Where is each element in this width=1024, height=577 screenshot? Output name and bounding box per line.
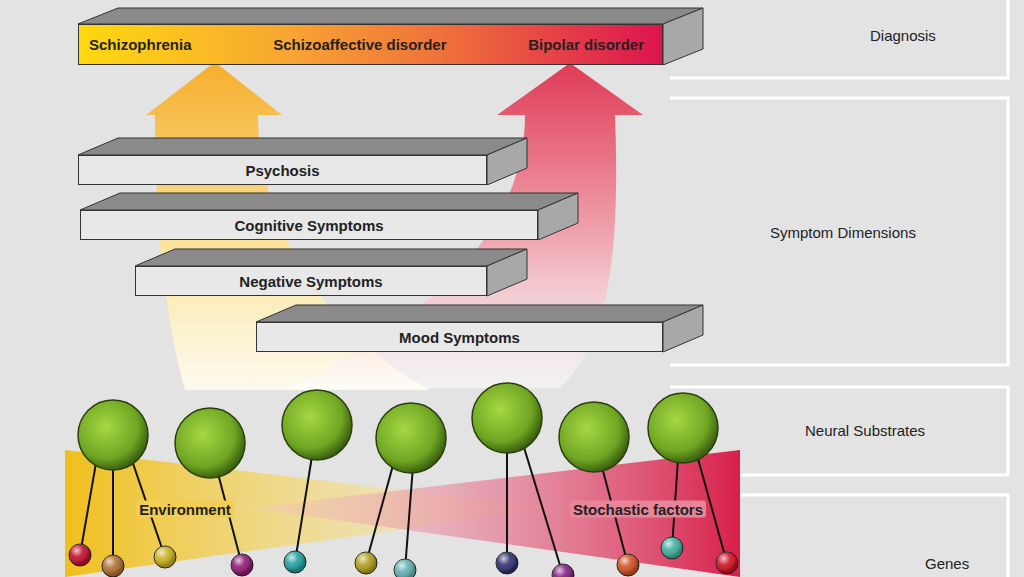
symptom-bar: Negative Symptoms [135, 266, 487, 296]
factor-name: Stochastic factors [570, 501, 706, 518]
neuron [559, 402, 629, 472]
gene-shine [617, 554, 639, 576]
level-label: Symptom Dimensions [770, 224, 916, 241]
gene-ball [284, 551, 306, 573]
symptom-bar: Psychosis [78, 155, 487, 185]
bar-side-face [538, 193, 578, 240]
level-label: Genes [925, 555, 969, 572]
bar-side-face [663, 8, 703, 65]
symptom-bar: Mood Symptoms [256, 322, 663, 352]
neuron [78, 400, 148, 470]
neuron [175, 408, 245, 478]
gene-shine [154, 546, 176, 568]
level-label: Diagnosis [870, 27, 936, 44]
gene-ball [102, 555, 124, 577]
bar-side-face [487, 138, 527, 185]
gene-shine [355, 552, 377, 574]
gene-shine [102, 555, 124, 577]
gene-ball [231, 554, 253, 576]
bar-top-face [80, 193, 578, 210]
bar-side-face [487, 249, 527, 296]
gene-shine [69, 537, 738, 577]
gene-ball [69, 544, 91, 566]
symptom-name: Mood Symptoms [399, 329, 520, 346]
bar-top-face [256, 305, 703, 322]
diagnosis-bar: Schizophrenia Schizoaffective disorder Bip… [78, 24, 663, 65]
gene-shine [716, 552, 738, 574]
panel-bracket [670, 98, 1008, 365]
diagnosis-name: Bipolar disorder [528, 36, 644, 53]
symptom-name: Negative Symptoms [239, 273, 382, 290]
gene-shine [394, 559, 416, 577]
neuron [376, 403, 446, 473]
gene-ball [394, 559, 416, 577]
symptom-bar: Cognitive Symptoms [80, 210, 538, 240]
factor-wedge: Stochastic factors [240, 450, 740, 577]
gene-ball [355, 552, 377, 574]
gene-ball [496, 552, 518, 574]
bar-side-face [663, 305, 703, 352]
bar-top-face [78, 8, 703, 24]
gene-ball [552, 564, 574, 577]
wedge-fill [250, 450, 740, 577]
neuron [472, 383, 542, 453]
genes [69, 537, 738, 577]
factor-name: Environment [136, 501, 234, 518]
level-label: Neural Substrates [805, 422, 925, 439]
neuron [282, 390, 352, 460]
symptom-name: Psychosis [245, 162, 319, 179]
bar-top-face [78, 138, 527, 155]
gene-ball [716, 552, 738, 574]
panel-bracket [670, 0, 1008, 78]
gene-ball [154, 546, 176, 568]
gene-shine [552, 564, 574, 577]
gene-shine [496, 552, 518, 574]
diagnosis-name: Schizophrenia [89, 36, 192, 53]
neuron [648, 393, 718, 463]
bar-top-face [135, 249, 527, 266]
diagnosis-name: Schizoaffective disorder [273, 36, 446, 53]
gene-shine [69, 544, 91, 566]
symptom-name: Cognitive Symptoms [234, 217, 383, 234]
gene-ball [661, 537, 683, 559]
gene-ball [617, 554, 639, 576]
gene-shine [231, 554, 253, 576]
neurons [78, 383, 718, 478]
gene-shine [284, 551, 306, 573]
gene-shine [661, 537, 683, 559]
